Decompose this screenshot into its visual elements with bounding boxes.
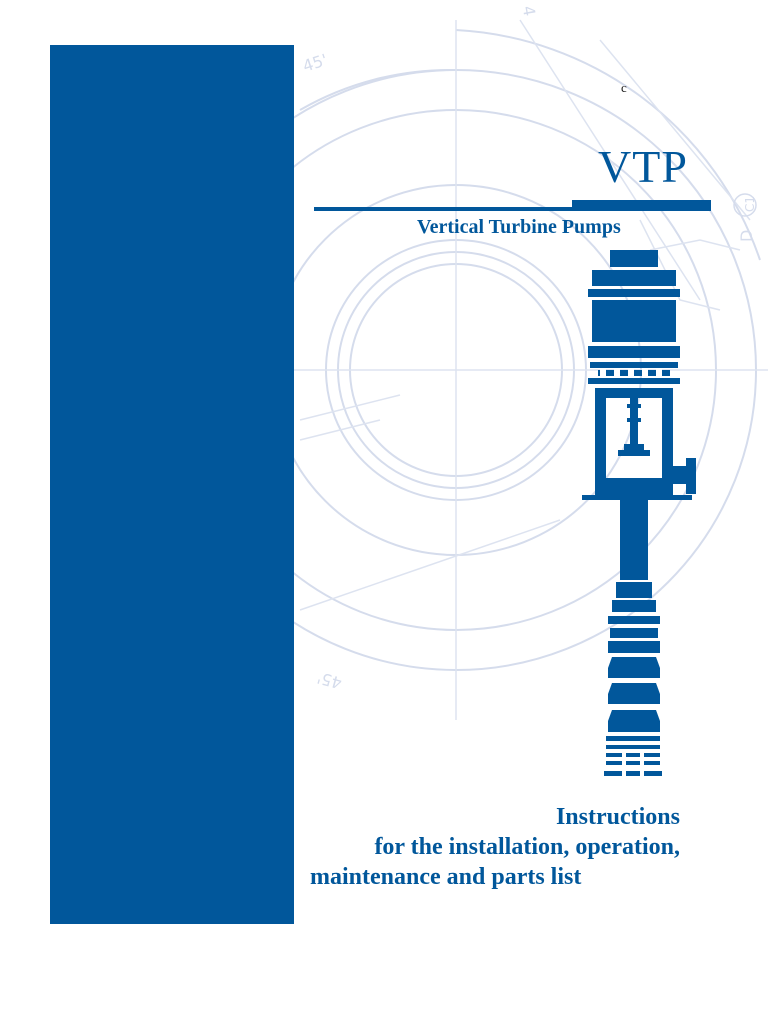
drawing-angle-bottom: 45': [315, 668, 344, 693]
drawing-top-number: 4: [519, 4, 539, 17]
title-underline-thick: [572, 200, 711, 211]
document-subtitle: Vertical Turbine Pumps: [417, 216, 621, 238]
drawing-angle-top: 45': [300, 50, 329, 76]
title-underline-thin: [314, 207, 710, 211]
instructions-line-1: Instructions: [555, 804, 680, 830]
blue-side-panel: [50, 45, 294, 924]
instructions-line-2: for the installation, operation,: [374, 834, 680, 860]
drawing-circle-label: C1: [743, 196, 757, 212]
instructions-line-3: maintenance and parts list: [310, 864, 582, 890]
vertical-turbine-pump-illustration: [582, 250, 696, 776]
document-title: VTP: [598, 141, 688, 192]
drawing-side-label: D: [737, 230, 756, 242]
instructions-block: Instructions for the installation, opera…: [300, 802, 680, 892]
corner-mark: c: [621, 80, 627, 95]
